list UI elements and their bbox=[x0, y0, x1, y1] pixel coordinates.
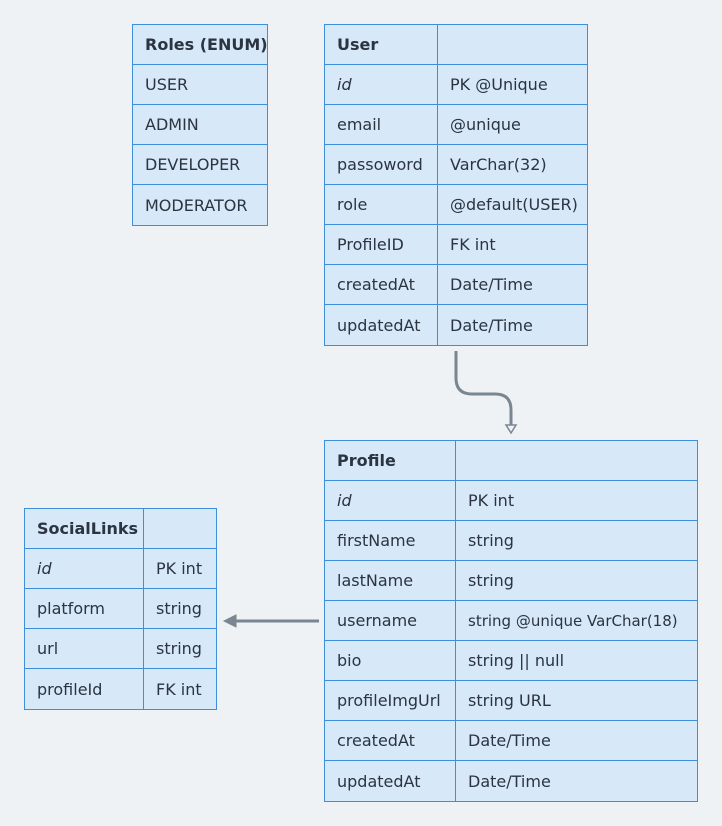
user-title: User bbox=[325, 25, 438, 64]
profile-field-type: string bbox=[468, 531, 514, 550]
profile-header-value bbox=[456, 441, 697, 480]
social-links-field-row: profileId FK int bbox=[25, 669, 216, 709]
profile-to-social-links-arrowhead bbox=[222, 614, 237, 628]
user-field-row: email @unique bbox=[325, 105, 587, 145]
social-links-header-value bbox=[144, 509, 216, 548]
roles-item-row: ADMIN bbox=[133, 105, 267, 145]
profile-title: Profile bbox=[325, 441, 456, 480]
roles-item: MODERATOR bbox=[145, 195, 248, 215]
profile-field-row: username string @unique VarChar(18) bbox=[325, 601, 697, 641]
profile-field-row: updatedAt Date/Time bbox=[325, 761, 697, 801]
profile-field-row: firstName string bbox=[325, 521, 697, 561]
social-links-field-name: profileId bbox=[25, 669, 144, 709]
user-to-profile-arrowhead bbox=[504, 424, 518, 435]
user-header-row: User bbox=[325, 25, 587, 65]
roles-item: ADMIN bbox=[145, 115, 199, 134]
profile-field-name: id bbox=[325, 481, 456, 520]
roles-title: Roles (ENUM) bbox=[145, 35, 267, 54]
profile-field-row: profileImgUrl string URL bbox=[325, 681, 697, 721]
roles-item-row: USER bbox=[133, 65, 267, 105]
user-field-row: passoword VarChar(32) bbox=[325, 145, 587, 185]
user-field-name: id bbox=[325, 65, 438, 104]
user-field-name: ProfileID bbox=[325, 225, 438, 264]
user-field-type: Date/Time bbox=[450, 315, 533, 335]
user-field-name: updatedAt bbox=[325, 305, 438, 345]
user-field-row: role @default(USER) bbox=[325, 185, 587, 225]
profile-field-row: bio string || null bbox=[325, 641, 697, 681]
user-field-type: @unique bbox=[450, 115, 521, 134]
user-field-row: updatedAt Date/Time bbox=[325, 305, 587, 345]
profile-field-type: PK int bbox=[468, 491, 515, 510]
profile-field-name: bio bbox=[325, 641, 456, 680]
profile-field-name: createdAt bbox=[325, 721, 456, 760]
user-field-type: VarChar(32) bbox=[450, 155, 547, 174]
profile-field-type: Date/Time bbox=[468, 771, 551, 791]
social-links-header-row: SocialLinks bbox=[25, 509, 216, 549]
profile-field-name: profileImgUrl bbox=[325, 681, 456, 720]
user-header-value bbox=[438, 25, 587, 64]
social-links-field-row: url string bbox=[25, 629, 216, 669]
social-links-field-type: FK int bbox=[156, 679, 202, 699]
profile-field-type: Date/Time bbox=[468, 731, 551, 750]
user-field-type: @default(USER) bbox=[450, 195, 578, 214]
user-field-row: ProfileID FK int bbox=[325, 225, 587, 265]
profile-field-row: lastName string bbox=[325, 561, 697, 601]
social-links-field-name: id bbox=[25, 549, 144, 588]
social-links-title: SocialLinks bbox=[25, 509, 144, 548]
user-field-row: createdAt Date/Time bbox=[325, 265, 587, 305]
profile-field-name: lastName bbox=[325, 561, 456, 600]
social-links-field-name: platform bbox=[25, 589, 144, 628]
social-links-field-type: PK int bbox=[156, 559, 203, 578]
profile-table[interactable]: Profile id PK int firstName string lastN… bbox=[324, 440, 698, 802]
roles-item-row: MODERATOR bbox=[133, 185, 267, 225]
roles-enum-table[interactable]: Roles (ENUM) USER ADMIN DEVELOPER MODERA… bbox=[132, 24, 268, 226]
profile-header-row: Profile bbox=[325, 441, 697, 481]
user-to-profile-connector[interactable] bbox=[454, 351, 513, 425]
roles-item: USER bbox=[145, 75, 189, 94]
social-links-table[interactable]: SocialLinks id PK int platform string ur… bbox=[24, 508, 217, 710]
user-table[interactable]: User id PK @Unique email @unique passowo… bbox=[324, 24, 588, 346]
social-links-field-row: platform string bbox=[25, 589, 216, 629]
profile-field-name: firstName bbox=[325, 521, 456, 560]
user-field-name: passoword bbox=[325, 145, 438, 184]
profile-field-name: updatedAt bbox=[325, 761, 456, 801]
profile-field-type: string || null bbox=[468, 651, 565, 670]
user-field-name: email bbox=[325, 105, 438, 144]
roles-item-row: DEVELOPER bbox=[133, 145, 267, 185]
user-field-name: createdAt bbox=[325, 265, 438, 304]
roles-item: DEVELOPER bbox=[145, 155, 241, 174]
user-field-type: PK @Unique bbox=[450, 75, 548, 94]
roles-header-row: Roles (ENUM) bbox=[133, 25, 267, 65]
user-field-type: Date/Time bbox=[450, 275, 533, 294]
social-links-field-type: string bbox=[156, 639, 202, 658]
profile-field-type: string bbox=[468, 571, 514, 590]
social-links-field-name: url bbox=[25, 629, 144, 668]
profile-field-type: string URL bbox=[468, 691, 551, 710]
profile-field-name: username bbox=[325, 601, 456, 640]
profile-field-type: string @unique VarChar(18) bbox=[468, 611, 678, 630]
profile-field-row: id PK int bbox=[325, 481, 697, 521]
social-links-field-type: string bbox=[156, 599, 202, 618]
user-field-name: role bbox=[325, 185, 438, 224]
profile-field-row: createdAt Date/Time bbox=[325, 721, 697, 761]
social-links-field-row: id PK int bbox=[25, 549, 216, 589]
user-field-type: FK int bbox=[450, 235, 496, 254]
user-field-row: id PK @Unique bbox=[325, 65, 587, 105]
